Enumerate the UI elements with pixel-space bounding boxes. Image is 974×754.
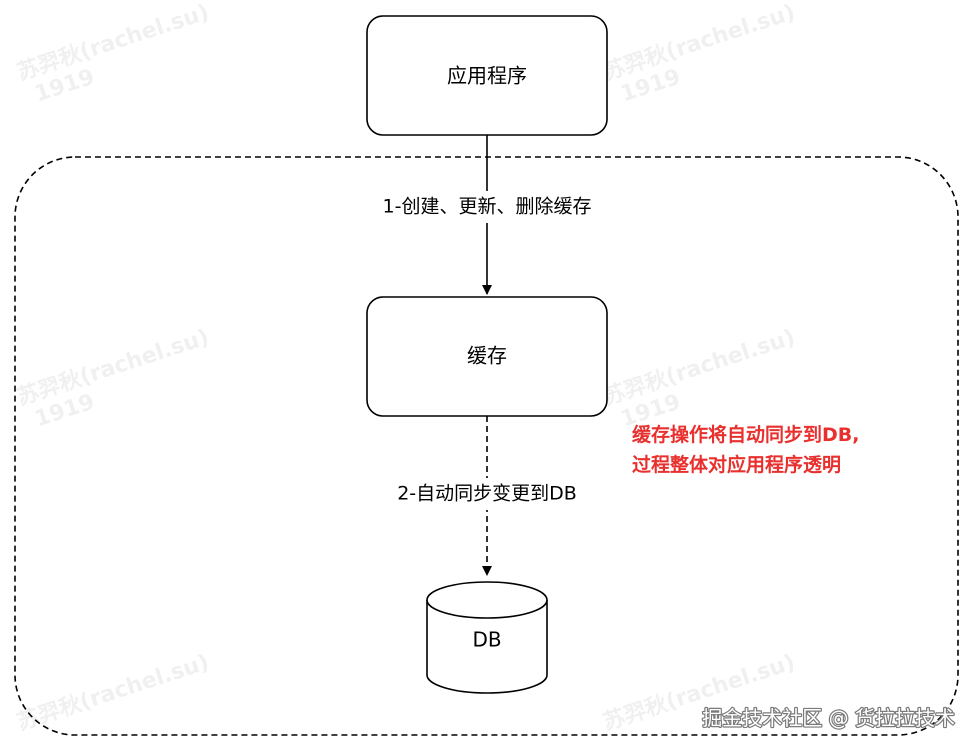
watermark-name: 苏羿秋(rachel.su) [14,649,212,736]
cache-node-label: 缓存 [467,344,507,368]
watermark-name: 苏羿秋(rachel.su) [14,324,212,411]
footer-watermark: 掘金技术社区 @ 货拉拉技术 [702,706,955,730]
app-to-cache-label: 1-创建、更新、删除缓存 [383,196,592,218]
db-node [426,581,548,694]
app-node-label: 应用程序 [447,64,527,88]
cache-to-db-label-bg [372,478,602,510]
db-node-label: DB [472,628,501,652]
watermark-name: 苏羿秋(rachel.su) [600,0,798,86]
cache-to-db-label: 2-自动同步变更到DB [397,483,577,505]
watermark-name: 苏羿秋(rachel.su) [600,324,798,411]
note-line-2: 过程整体对应用程序透明 [632,453,841,476]
note-line-1: 缓存操作将自动同步到DB, [632,423,859,446]
watermark-name: 苏羿秋(rachel.su) [14,0,212,86]
app-to-cache-label-bg [355,191,619,223]
